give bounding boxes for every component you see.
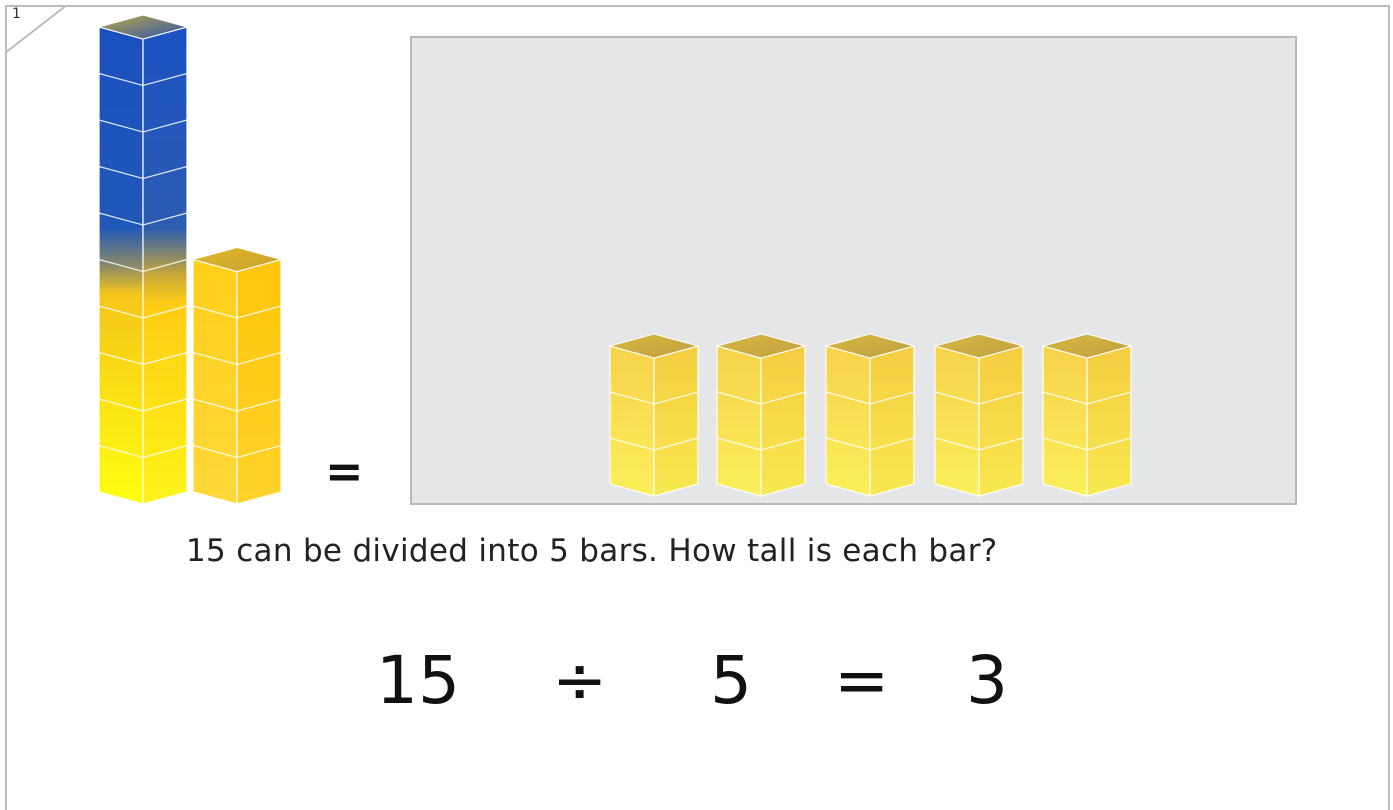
cube-divider <box>98 398 188 412</box>
result-cube-bar <box>824 333 916 497</box>
cube-divider <box>98 119 188 133</box>
cube-divider <box>609 391 699 405</box>
tall-cube-bar <box>97 14 189 505</box>
cube-divider <box>98 444 188 459</box>
page-corner-fold <box>5 5 68 54</box>
cube-divider <box>825 437 915 451</box>
cube-divider <box>1042 391 1132 405</box>
cube-divider <box>716 391 806 405</box>
cube-divider <box>192 398 282 412</box>
cube-divider <box>98 212 188 226</box>
cube-divider <box>192 351 282 366</box>
equals-sign-small: = <box>325 444 364 498</box>
cube-divider <box>934 391 1024 405</box>
result-cube-bar <box>1041 333 1133 497</box>
equals-operator: = <box>834 642 890 719</box>
result-cube-bar <box>933 333 1025 497</box>
question-text: 15 can be divided into 5 bars. How tall … <box>186 533 998 569</box>
cube-divider <box>98 351 188 366</box>
result-cube-bar <box>608 333 700 497</box>
dividend: 15 <box>376 642 460 719</box>
cube-divider <box>98 258 188 273</box>
cube-divider <box>192 444 282 459</box>
cube-divider <box>934 437 1024 451</box>
cube-divider <box>716 437 806 451</box>
cube-divider <box>609 437 699 451</box>
cube-divider <box>98 165 188 180</box>
quotient: 3 <box>966 642 1008 719</box>
page-number: 1 <box>12 6 21 22</box>
result-cube-bar <box>715 333 807 497</box>
short-cube-bar <box>191 246 283 505</box>
cube-divider <box>98 305 188 319</box>
division-operator: ÷ <box>552 642 608 719</box>
divisor: 5 <box>710 642 752 719</box>
cube-divider <box>192 305 282 319</box>
cube-divider <box>1042 437 1132 451</box>
cube-divider <box>98 72 188 87</box>
cube-divider <box>825 391 915 405</box>
